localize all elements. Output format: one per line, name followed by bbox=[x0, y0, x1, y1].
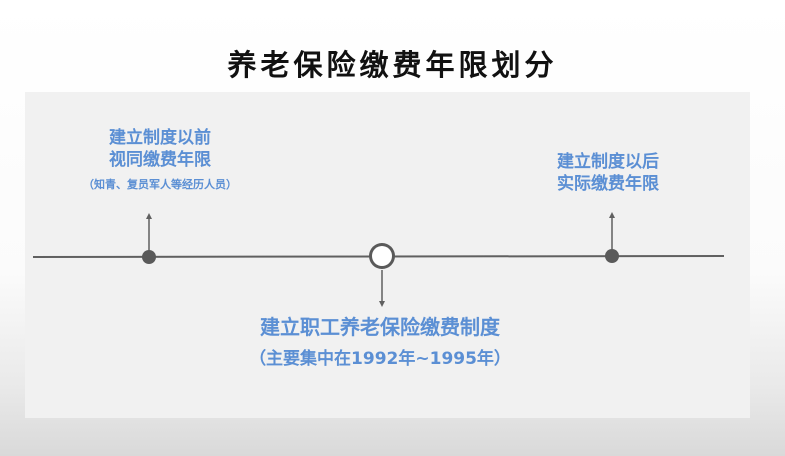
left-milestone-note: （知青、复员军人等经历人员） bbox=[83, 178, 237, 191]
left-point bbox=[142, 250, 156, 264]
left-milestone-label: 建立制度以前 视同缴费年限 bbox=[60, 127, 260, 171]
right-milestone-label: 建立制度以后 实际缴费年限 bbox=[508, 151, 708, 195]
center-point-inner bbox=[372, 246, 392, 266]
center-milestone-note: （主要集中在1992年~1995年） bbox=[249, 349, 511, 369]
page-title: 养老保险缴费年限划分 bbox=[227, 48, 558, 82]
right-milestone-line2: 实际缴费年限 bbox=[557, 174, 659, 195]
right-point bbox=[605, 249, 619, 263]
left-milestone-line2: 视同缴费年限 bbox=[109, 150, 211, 171]
left-milestone-line1: 建立制度以前 bbox=[109, 128, 211, 148]
center-milestone-label: 建立职工养老保险缴费制度 bbox=[260, 315, 500, 339]
right-milestone-line1: 建立制度以后 bbox=[557, 152, 659, 172]
